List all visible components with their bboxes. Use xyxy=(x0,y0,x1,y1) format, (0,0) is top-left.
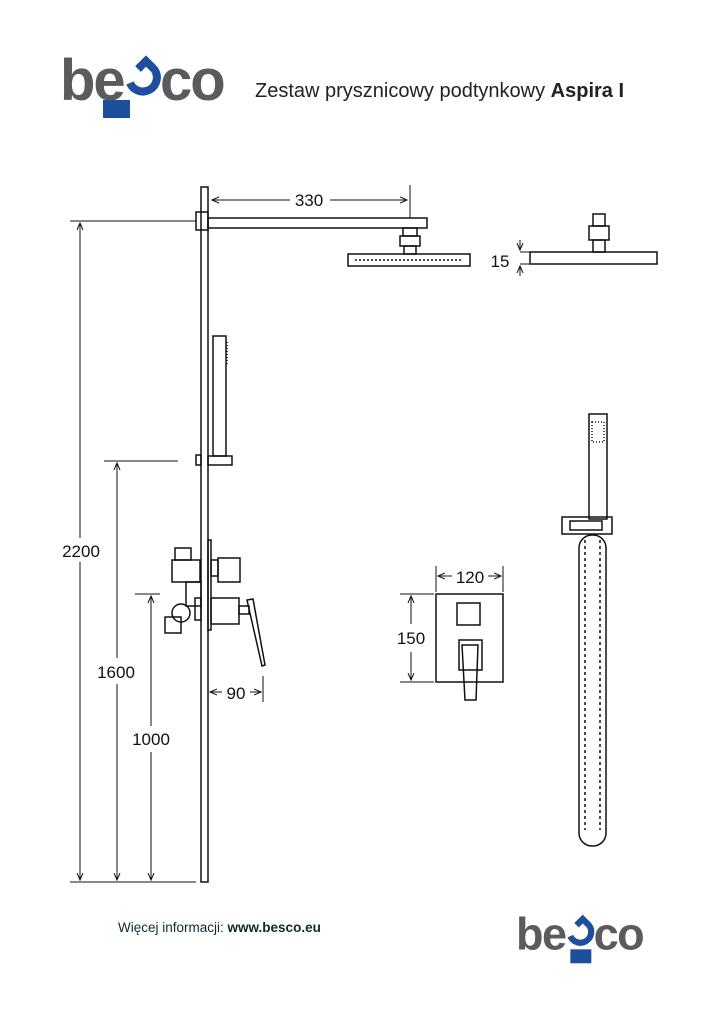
wall-column xyxy=(200,186,209,883)
shower-arm-and-head xyxy=(195,211,471,267)
logo-drop-icon xyxy=(126,55,161,96)
hand-shower-side xyxy=(195,335,233,466)
svg-text:co: co xyxy=(594,912,643,959)
hand-shower-front-view xyxy=(561,413,613,847)
dim-height-head: 2200 xyxy=(62,542,100,561)
dim-height-mixer: 1000 xyxy=(132,730,170,749)
dim-arm-length: 330 xyxy=(295,191,323,210)
mixer-front-view xyxy=(435,593,504,701)
footer-info: Więcej informacji: www.besco.eu xyxy=(118,920,321,935)
besco-logo-footer: be co xyxy=(516,912,645,964)
dim-height-hand-holder: 1600 xyxy=(97,663,135,682)
svg-text:be: be xyxy=(516,912,566,959)
shower-head-side-view xyxy=(520,213,658,276)
page-title: Zestaw prysznicowy podtynkowy Aspira I xyxy=(255,80,625,102)
dim-plate-width: 120 xyxy=(456,568,484,587)
website-link[interactable]: www.besco.eu xyxy=(227,920,321,935)
svg-text:co: co xyxy=(160,55,224,113)
mixer-side-view xyxy=(164,539,266,667)
dim-plate-height: 150 xyxy=(397,629,425,648)
dim-head-thickness: 15 xyxy=(491,252,510,271)
besco-logo-header: be co xyxy=(60,55,226,118)
logo-drop-icon xyxy=(567,914,595,946)
dim-mixer-depth: 90 xyxy=(227,684,246,703)
